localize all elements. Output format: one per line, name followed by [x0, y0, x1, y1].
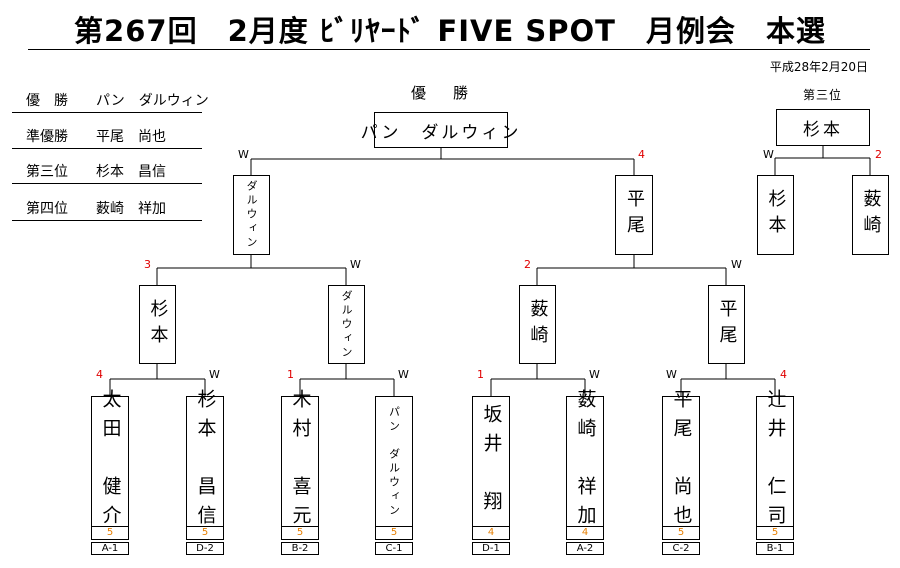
third-place-score-left: W [763, 148, 774, 161]
champion-caption: 優 勝 [411, 84, 475, 102]
title-underline [28, 49, 870, 50]
quarter-final-name: ダルウィン [340, 289, 353, 360]
player-box: 辻井 仁司 [756, 389, 794, 534]
player-box: パン ダルウィン [375, 396, 413, 527]
player-name: 平尾 尚也 [670, 389, 693, 534]
third-place-score-right: 2 [875, 148, 882, 161]
player-score: 5 [756, 527, 794, 540]
semi-final-score: 2 [524, 258, 531, 271]
player-name: 木村 喜元 [289, 389, 312, 534]
third-place-player-box: 薮崎 [852, 175, 889, 255]
final-score-right: 4 [638, 148, 645, 161]
player-score: 5 [91, 527, 129, 540]
result-rank: 準優勝 [26, 129, 68, 145]
player-box: 平尾 尚也 [662, 389, 700, 534]
player-seed: C-1 [375, 542, 413, 555]
semi-final-box: ダルウィン [233, 175, 270, 255]
player-name: 杉本 昌信 [194, 389, 217, 534]
player-score: 5 [186, 527, 224, 540]
quarter-final-name: 薮崎 [527, 298, 549, 351]
quarter-final-score: 4 [96, 368, 103, 381]
player-box: 太田 健介 [91, 389, 129, 534]
champion-box: パン ダルウィン [361, 112, 518, 148]
page-title: 第267回 2月度 ﾋﾞﾘﾔｰﾄﾞ FIVE SPOT 月例会 本選 [74, 14, 826, 48]
quarter-final-score: W [209, 368, 220, 381]
player-score: 5 [662, 527, 700, 540]
result-rank: 第四位 [26, 201, 68, 217]
quarter-final-box: ダルウィン [328, 285, 365, 364]
player-box: 薮崎 祥加 [566, 389, 604, 534]
quarter-final-box: 平尾 [708, 285, 745, 364]
player-seed: C-2 [662, 542, 700, 555]
third-place-player-name: 杉本 [765, 189, 787, 241]
quarter-final-score: 1 [287, 368, 294, 381]
quarter-final-score: 1 [477, 368, 484, 381]
player-name: 辻井 仁司 [764, 389, 787, 534]
third-place-winner-name: 杉本 [803, 120, 843, 140]
quarter-final-score: 4 [780, 368, 787, 381]
result-name: 薮崎 祥加 [96, 201, 166, 217]
player-score: 4 [566, 527, 604, 540]
player-box: 杉本 昌信 [186, 389, 224, 534]
player-score: 5 [375, 527, 413, 540]
result-name: パン ダルウィン [96, 93, 209, 109]
result-rank: 第三位 [26, 164, 68, 180]
quarter-final-box: 薮崎 [519, 285, 556, 364]
quarter-final-name: 杉本 [147, 298, 169, 351]
player-seed: B-1 [756, 542, 794, 555]
champion-name: パン ダルウィン [360, 122, 522, 143]
third-place-winner-box: 杉本 [776, 109, 870, 146]
player-seed: D-1 [472, 542, 510, 555]
result-row-1: 優 勝 パン ダルウィン [12, 88, 209, 113]
semi-final-score: 3 [144, 258, 151, 271]
quarter-final-score: W [666, 368, 677, 381]
event-date: 平成28年2月20日 [769, 60, 868, 74]
player-score: 4 [472, 527, 510, 540]
player-box: 木村 喜元 [281, 389, 319, 534]
result-name: 杉本 昌信 [96, 164, 166, 180]
player-name: 太田 健介 [99, 389, 122, 534]
quarter-final-score: W [589, 368, 600, 381]
player-box: 坂井 翔 [472, 396, 510, 527]
player-seed: D-2 [186, 542, 224, 555]
result-rank: 優 勝 [26, 93, 68, 109]
semi-final-score: W [350, 258, 361, 271]
player-name: パン ダルウィン [387, 405, 401, 518]
quarter-final-score: W [398, 368, 409, 381]
result-row-2: 準優勝 平尾 尚也 [12, 124, 202, 149]
player-seed: B-2 [281, 542, 319, 555]
final-score-left: W [238, 148, 249, 161]
result-row-4: 第四位 薮崎 祥加 [12, 196, 202, 221]
third-place-player-box: 杉本 [757, 175, 794, 255]
player-seed: A-2 [566, 542, 604, 555]
player-name: 坂井 翔 [480, 403, 503, 520]
semi-final-name: 平尾 [624, 189, 645, 241]
third-place-player-name: 薮崎 [860, 189, 882, 241]
result-name: 平尾 尚也 [96, 129, 166, 145]
player-name: 薮崎 祥加 [574, 389, 597, 534]
quarter-final-name: 平尾 [716, 298, 738, 351]
semi-final-score: W [731, 258, 742, 271]
quarter-final-box: 杉本 [139, 285, 176, 364]
player-seed: A-1 [91, 542, 129, 555]
third-place-caption: 第三位 [803, 88, 843, 102]
player-score: 5 [281, 527, 319, 540]
semi-final-box: 平尾 [615, 175, 653, 255]
result-row-3: 第三位 杉本 昌信 [12, 159, 202, 184]
semi-final-name: ダルウィン [245, 180, 258, 250]
